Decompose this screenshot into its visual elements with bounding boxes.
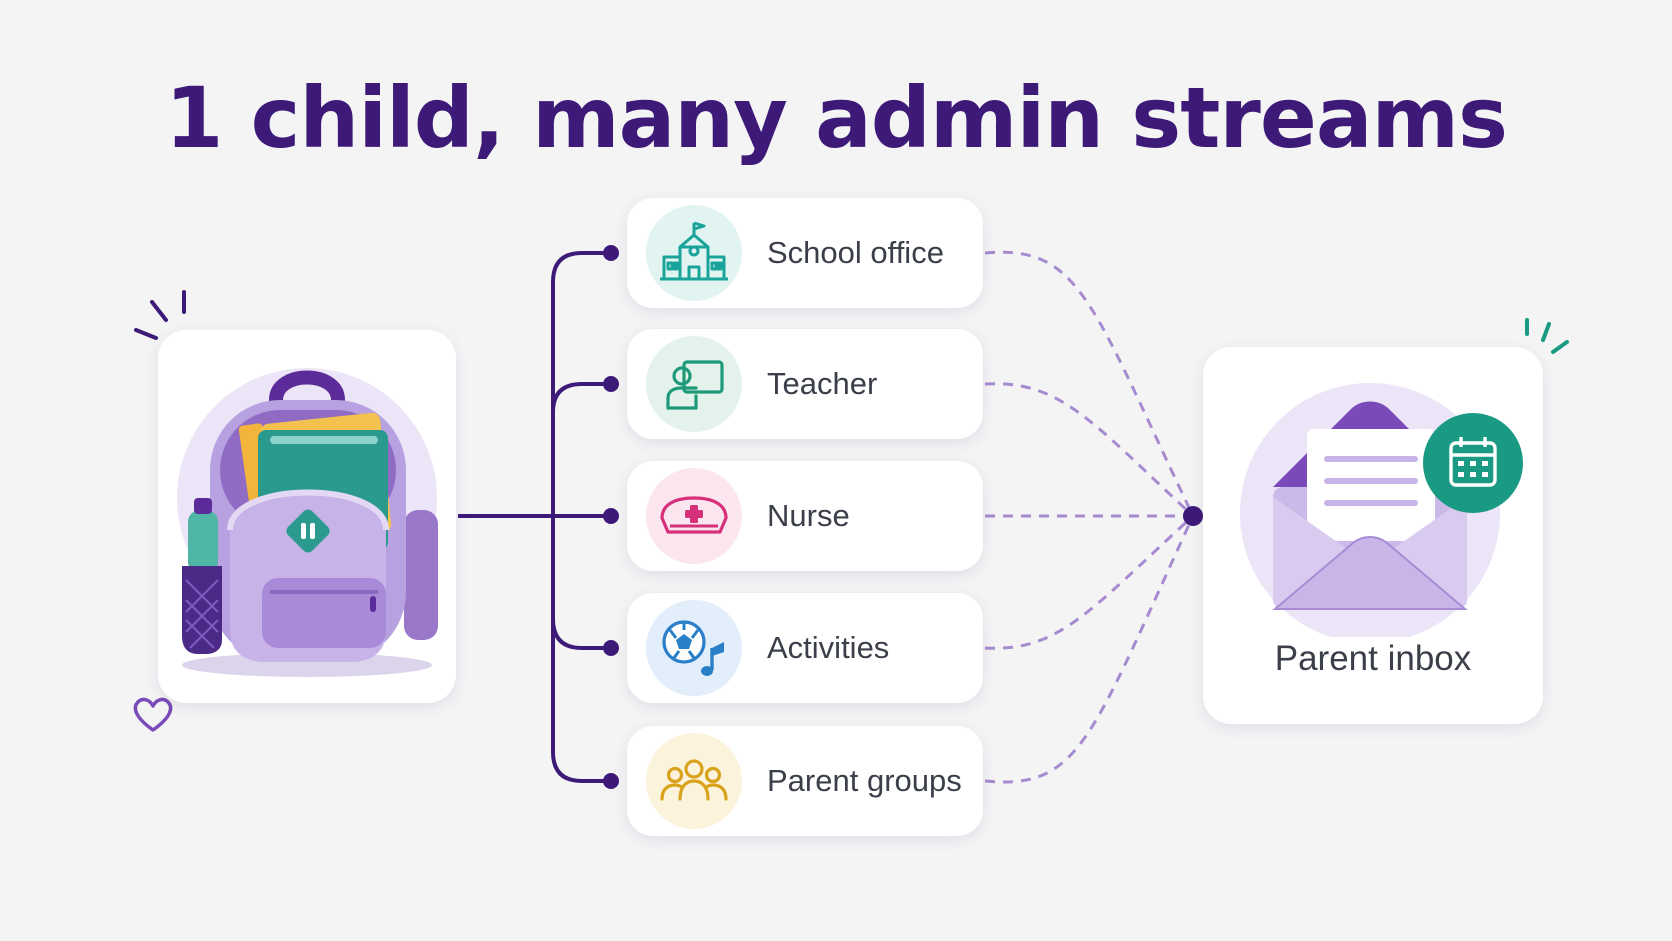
- stream-label-parent-groups: Parent groups: [767, 763, 962, 798]
- school-building-icon: [646, 205, 742, 301]
- stream-label-school-office: School office: [767, 235, 944, 270]
- source-child-card: [158, 330, 456, 703]
- teacher-board-icon: [646, 336, 742, 432]
- backpack-icon: [177, 368, 438, 677]
- sparkle-icon: [134, 290, 186, 340]
- dashed-line-school-office: [984, 250, 1195, 517]
- parent-inbox-card: Parent inbox: [1203, 347, 1543, 724]
- dashed-line-teacher: [984, 382, 1195, 518]
- stream-card-parent-groups: Parent groups: [627, 726, 983, 836]
- stream-card-nurse: Nurse: [627, 461, 983, 571]
- stream-card-teacher: Teacher: [627, 329, 983, 439]
- parent-group-people-icon: [646, 733, 742, 829]
- branch-activities-line: [551, 618, 611, 650]
- stream-card-school-office: School office: [627, 198, 983, 308]
- stream-label-activities: Activities: [767, 630, 890, 665]
- branch-dot-school-office: [603, 245, 619, 261]
- inbox-junction-dot: [1183, 506, 1203, 526]
- branch-teacher-line: [551, 382, 611, 413]
- envelope-calendar-icon: [1240, 383, 1523, 637]
- parent-inbox-label: Parent inbox: [1274, 639, 1472, 678]
- branch-dot-nurse: [603, 508, 619, 524]
- heart-icon: [133, 697, 173, 732]
- stream-card-activities: Activities: [627, 593, 983, 703]
- soccer-ball-music-note-icon: [646, 600, 742, 696]
- source-vertical-line: [551, 251, 611, 783]
- branch-dot-activities: [603, 640, 619, 656]
- branch-dot-teacher: [603, 376, 619, 392]
- page-title: 1 child, many admin streams: [164, 69, 1508, 167]
- stream-label-nurse: Nurse: [767, 498, 850, 533]
- sparkle-icon: [1525, 318, 1569, 354]
- dashed-line-activities: [984, 514, 1195, 650]
- dashed-line-parent-groups: [984, 515, 1195, 784]
- stream-label-teacher: Teacher: [767, 366, 878, 401]
- branch-dot-parent-groups: [603, 773, 619, 789]
- nurse-cap-icon: [646, 468, 742, 564]
